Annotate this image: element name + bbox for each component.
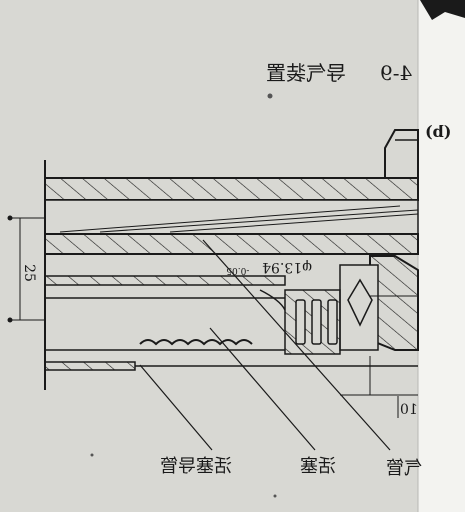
offset-dimension: 10 [340,394,418,418]
corner-scrap [420,0,465,20]
label-piston-guide: 活塞导管 [160,456,232,477]
gas-cylinder [339,255,419,395]
leader-lines [139,239,391,451]
speck [273,494,277,498]
callout-labels: 活塞导管 活塞 气管 [160,456,422,479]
spacing-dimension: 25 [7,215,45,323]
diameter-tolerance: -0.05 [226,265,249,275]
label-piston: 活塞 [300,456,336,477]
barrel-wall [44,177,419,255]
speck [90,453,94,457]
leader-gas-tube [202,239,391,451]
top-nut [384,129,419,179]
caption-number: 4-9 [380,61,412,85]
offset-value: 10 [400,402,418,418]
piston [284,289,341,355]
spacing-value: 25 [21,264,37,282]
diameter-label: φ13.94 [262,259,312,275]
leader-piston-guide [139,364,213,451]
panel-label: (b) [425,122,451,141]
right-page-edge [418,0,465,512]
leader-piston [209,327,316,451]
label-gas-tube: 气管 [386,458,422,479]
speck [267,93,273,99]
figure-caption: 导气装置 4-9 [266,61,412,85]
caption-title: 导气装置 [266,61,346,85]
